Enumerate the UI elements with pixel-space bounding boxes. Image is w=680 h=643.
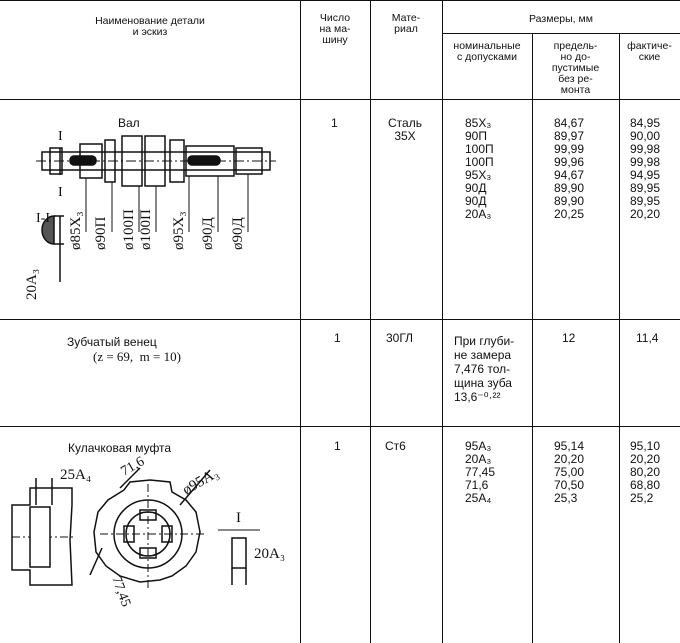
col-line-5 — [619, 33, 620, 643]
row1-quantity: 1 — [331, 116, 338, 130]
row1-name: Вал — [118, 116, 140, 130]
row2-material: 30ГЛ — [386, 331, 414, 345]
row2-actual: 11,4 — [636, 331, 659, 345]
row1-bottom-line — [0, 319, 680, 320]
header-bottom-line — [0, 99, 680, 100]
row2-params: (z = 69, m = 10) — [93, 349, 181, 364]
row2-bottom-line — [0, 426, 680, 427]
col-line-3 — [442, 0, 443, 643]
col-line-2 — [370, 0, 371, 643]
row3-name: Кулачковая муфта — [68, 441, 172, 455]
row3-nominal: 95А₃ 20А₃ 77,45 71,6 25А₄ — [465, 439, 496, 505]
shaft-section-mark-bottom: I — [58, 185, 63, 200]
dim-95a3: ø95А₃ — [180, 465, 221, 498]
dim-90d-2: ø90Д — [230, 217, 246, 250]
shaft-section-mark-top: I — [58, 129, 63, 144]
dim-85: ø85Х₃ — [68, 211, 84, 250]
shaft-section-title: I-I — [36, 211, 50, 226]
header-name-sketch: Наименование детали и эскиз — [95, 15, 205, 38]
table-border-top — [0, 0, 680, 1]
dim-90p: ø90П — [93, 217, 109, 251]
header-quantity: Число на ма- шину — [319, 12, 351, 46]
row1-nominal: 85Х₃ 90П 100П 100П 95Х₃ 90Д 90Д 20А₃ — [465, 116, 494, 221]
row3-quantity: 1 — [334, 439, 341, 453]
row1-actual: 84,95 90,00 99,98 99,98 94,95 89,95 89,9… — [630, 116, 661, 221]
dim-key-20: 20А₃ — [24, 269, 40, 300]
dim-95: ø95Х₃ — [171, 211, 187, 250]
header-dimensions: Размеры, мм — [529, 13, 593, 25]
row2-nominal: При глуби- не замера 7,476 тол- щина зуб… — [454, 334, 515, 404]
coupling-sketch: 25А₄ 71,6 ø95А₃ I 20А₃ 77,45 — [11, 454, 285, 609]
header-actual: фактиче- ские — [627, 40, 672, 63]
dim-25a4: 25А₄ — [60, 467, 91, 483]
row1-limit: 84,67 89,97 99,99 99,96 94,67 89,90 89,9… — [554, 116, 585, 221]
header-limit: предель- но до- пустимые без ре- монта — [551, 40, 600, 96]
row2-name: Зубчатый венец — [67, 335, 157, 349]
row3-limit: 95,14 20,20 75,00 70,50 25,3 — [554, 439, 585, 505]
col-line-4 — [532, 33, 533, 643]
dim-100p-1: ø100П — [121, 209, 137, 250]
row3-actual: 95,10 20,20 80,20 68,80 25,2 — [630, 439, 661, 505]
dim-90d-1: ø90Д — [200, 217, 216, 250]
row3-material: Ст6 — [385, 439, 406, 453]
dim-100p-2: ø100П — [138, 209, 154, 250]
header-nominal: номинальные с допусками — [453, 40, 521, 63]
row2-quantity: 1 — [334, 331, 341, 345]
col-line-1 — [300, 0, 301, 643]
row2-limit: 12 — [562, 331, 576, 345]
coupling-section-mark: I — [236, 510, 241, 526]
dim-20a3: 20А₃ — [254, 546, 285, 562]
row1-material: Сталь 35Х — [388, 116, 422, 143]
header-material: Мате- риал — [391, 12, 421, 35]
sub-header-line — [442, 33, 680, 34]
shaft-sketch: I I I-I ø85Х₃ ø90П ø100П ø100П ø95Х₃ ø90… — [24, 129, 276, 300]
